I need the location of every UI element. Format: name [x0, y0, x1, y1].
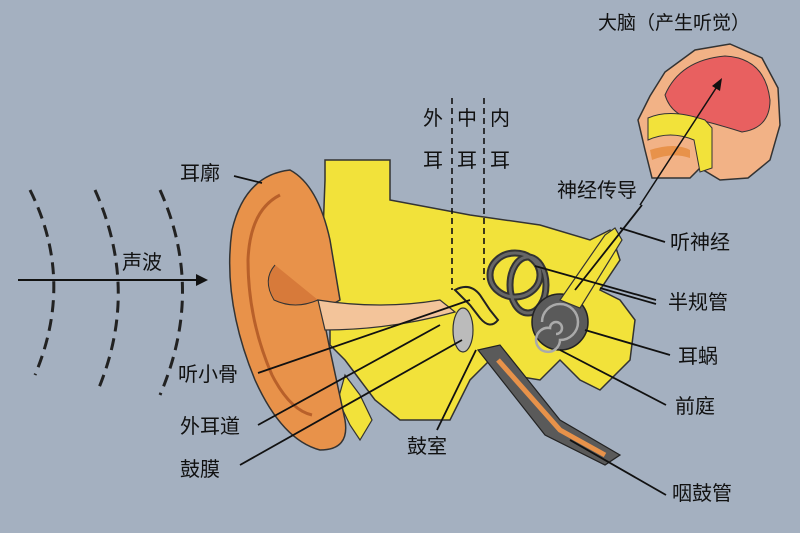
label-nerve-conduction: 神经传导	[557, 178, 637, 202]
label-auditory-nerve: 听神经	[670, 230, 730, 254]
label-pinna: 耳廓	[180, 161, 220, 185]
pinna-shape	[228, 169, 347, 451]
label-brain: 大脑（产生听觉）	[598, 12, 751, 34]
ear-canal-shape	[317, 299, 457, 331]
cochlea-shape	[531, 293, 589, 354]
label-middle-top: 中	[457, 106, 477, 130]
sound-waves	[28, 189, 184, 396]
label-eardrum: 鼓膜	[180, 457, 220, 481]
ossicles-shape	[453, 285, 500, 326]
label-eustachian-tube: 咽鼓管	[672, 481, 732, 505]
label-vestibule: 前庭	[675, 394, 715, 418]
region-dividers	[451, 98, 485, 290]
label-semicircular-canals: 半规管	[668, 290, 728, 314]
label-cochlea: 耳蜗	[678, 344, 718, 368]
temporal-bone	[321, 159, 636, 421]
label-inner-top: 内	[490, 106, 510, 130]
label-inner-bottom: 耳	[490, 148, 510, 172]
label-ossicles: 听小骨	[178, 362, 238, 386]
head-illustration	[637, 43, 781, 206]
label-outer-bottom: 耳	[423, 148, 443, 172]
label-ear-canal: 外耳道	[180, 414, 240, 438]
sound-arrow-head	[196, 274, 208, 286]
leader-lines	[233, 175, 671, 496]
label-tympanic-cavity: 鼓室	[407, 434, 447, 458]
eardrum-shape	[452, 307, 474, 353]
label-middle-bottom: 耳	[457, 148, 477, 172]
label-outer-top: 外	[423, 106, 443, 130]
label-sound-wave: 声波	[122, 250, 162, 274]
